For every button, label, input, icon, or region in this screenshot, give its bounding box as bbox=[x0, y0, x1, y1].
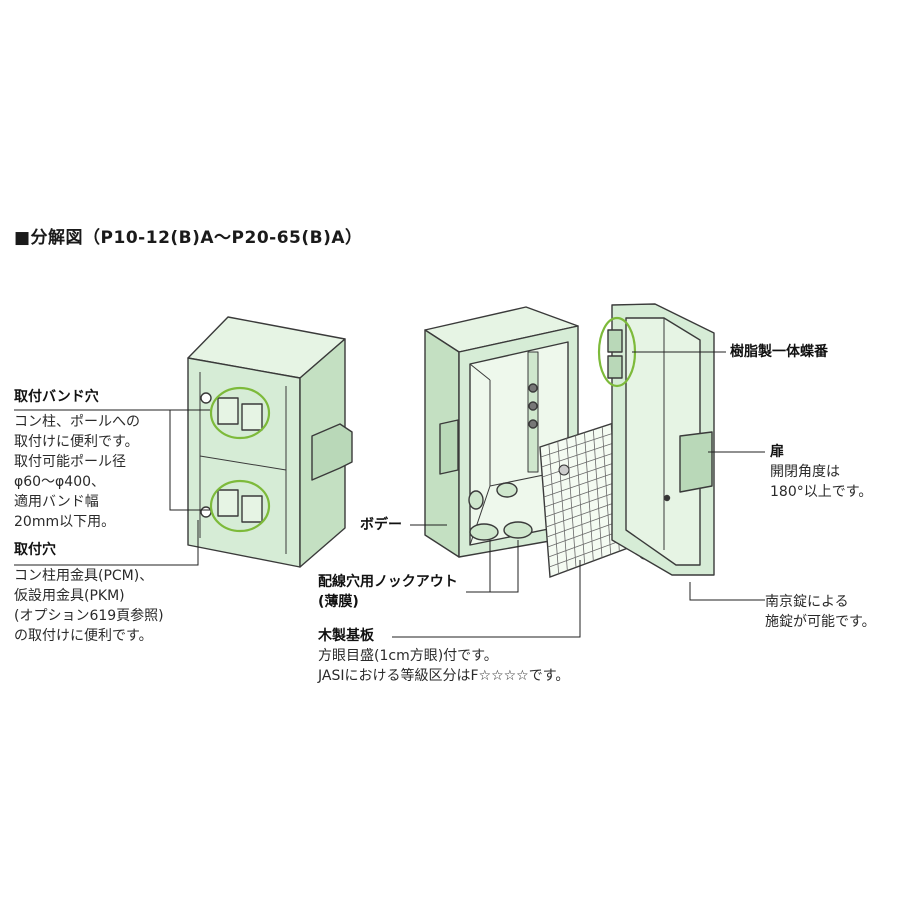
grid-line-horizontal bbox=[540, 430, 621, 458]
lock-desc-2: 施錠が可能です。 bbox=[765, 614, 876, 630]
band-hole-desc-5: 適用バンド幅 bbox=[14, 494, 99, 510]
body-side-clip bbox=[439, 419, 459, 475]
leader-knockout-2 bbox=[490, 540, 519, 593]
knockout-label-1: 配線穴用ノックアウト bbox=[318, 574, 458, 590]
rear-box-back-face bbox=[187, 357, 301, 568]
inner-edge bbox=[469, 363, 491, 381]
grid-line-horizontal bbox=[543, 469, 624, 498]
mount-hole-boss bbox=[200, 506, 212, 518]
hinge-part-lower bbox=[607, 355, 623, 379]
hinge-part-upper bbox=[607, 329, 623, 353]
grid-line-horizontal bbox=[549, 537, 628, 568]
inner-boss bbox=[528, 383, 538, 393]
band-hole-heading: 取付バンド穴 bbox=[14, 389, 99, 405]
rear-box-side-latch bbox=[311, 423, 353, 481]
board-screw bbox=[558, 464, 570, 476]
inner-rib bbox=[527, 351, 539, 473]
band-hole-bracket-upper-1 bbox=[217, 397, 239, 425]
knockout-hole bbox=[503, 521, 533, 539]
grid-line-vertical bbox=[601, 426, 612, 555]
grid-line-horizontal bbox=[542, 459, 623, 488]
knockout-hole bbox=[496, 482, 518, 498]
hinge-label: 樹脂製一体蝶番 bbox=[730, 344, 828, 360]
door-desc-1: 開閉角度は bbox=[770, 464, 840, 480]
band-hole-highlight-upper bbox=[209, 386, 271, 440]
board-desc-1: 方眼目盛(1cm方眼)付です。 bbox=[318, 648, 498, 664]
band-hole-bracket-lower-1 bbox=[217, 489, 239, 517]
grid-line-vertical bbox=[557, 441, 568, 571]
band-hole-desc-4: φ60～φ400、 bbox=[14, 474, 106, 490]
grid-line-vertical bbox=[584, 432, 594, 561]
band-hole-bracket-upper-2 bbox=[241, 403, 263, 431]
knockout-hole bbox=[468, 490, 484, 510]
band-hole-bracket-lower-2 bbox=[241, 495, 263, 523]
band-hole-desc-3: 取付可能ポール径 bbox=[14, 454, 126, 470]
lock-desc-1: 南京錠による bbox=[765, 594, 849, 610]
mount-hole-desc-3: (オプション619頁参照) bbox=[14, 608, 164, 624]
grid-line-horizontal bbox=[544, 479, 624, 508]
rear-view-box bbox=[187, 316, 353, 568]
band-hole-desc-1: コン柱、ポールへの bbox=[14, 414, 140, 430]
inner-boss bbox=[528, 419, 538, 429]
mount-hole-desc-2: 仮設用金具(PKM) bbox=[14, 588, 125, 604]
board-heading: 木製基板 bbox=[318, 628, 374, 644]
grid-line-vertical bbox=[592, 429, 603, 558]
band-hole-desc-6: 20mm以下用。 bbox=[14, 514, 116, 530]
leader-lock bbox=[689, 582, 765, 601]
grid-line-horizontal bbox=[541, 440, 622, 468]
inner-boss bbox=[528, 401, 538, 411]
mount-hole-desc-4: の取付けに便利です。 bbox=[14, 628, 153, 644]
grid-line-vertical bbox=[566, 438, 577, 568]
leader-lines bbox=[14, 351, 765, 638]
rib-line bbox=[199, 455, 287, 471]
body-box bbox=[424, 306, 579, 558]
padlock-hole bbox=[663, 494, 671, 502]
mount-hole-boss bbox=[200, 392, 212, 404]
door-latch bbox=[679, 431, 713, 493]
grid-line-horizontal bbox=[545, 489, 625, 518]
knockout-label-2: (薄膜) bbox=[318, 594, 359, 610]
knockout-hole bbox=[469, 523, 499, 541]
grid-line-vertical bbox=[575, 435, 586, 565]
board-desc-2: JASIにおける等級区分はF☆☆☆☆です。 bbox=[318, 668, 570, 684]
grid-line-horizontal bbox=[542, 449, 622, 478]
body-label: ボデー bbox=[360, 517, 402, 533]
band-hole-desc-2: 取付けに便利です。 bbox=[14, 434, 139, 450]
door bbox=[607, 303, 715, 576]
band-hole-highlight-lower bbox=[209, 479, 271, 533]
leader-board bbox=[392, 560, 581, 638]
leader-band-hole-lower bbox=[169, 410, 210, 511]
page-title: ■分解図（P10-12(B)A～P20-65(B)A） bbox=[14, 228, 363, 248]
door-desc-2: 180°以上です。 bbox=[770, 484, 873, 500]
leader-mount-hole bbox=[14, 520, 199, 566]
mount-hole-heading: 取付穴 bbox=[14, 542, 56, 558]
mount-hole-desc-1: コン柱用金具(PCM)、 bbox=[14, 568, 154, 584]
door-heading: 扉 bbox=[770, 444, 784, 460]
grid-line-vertical bbox=[548, 444, 560, 574]
